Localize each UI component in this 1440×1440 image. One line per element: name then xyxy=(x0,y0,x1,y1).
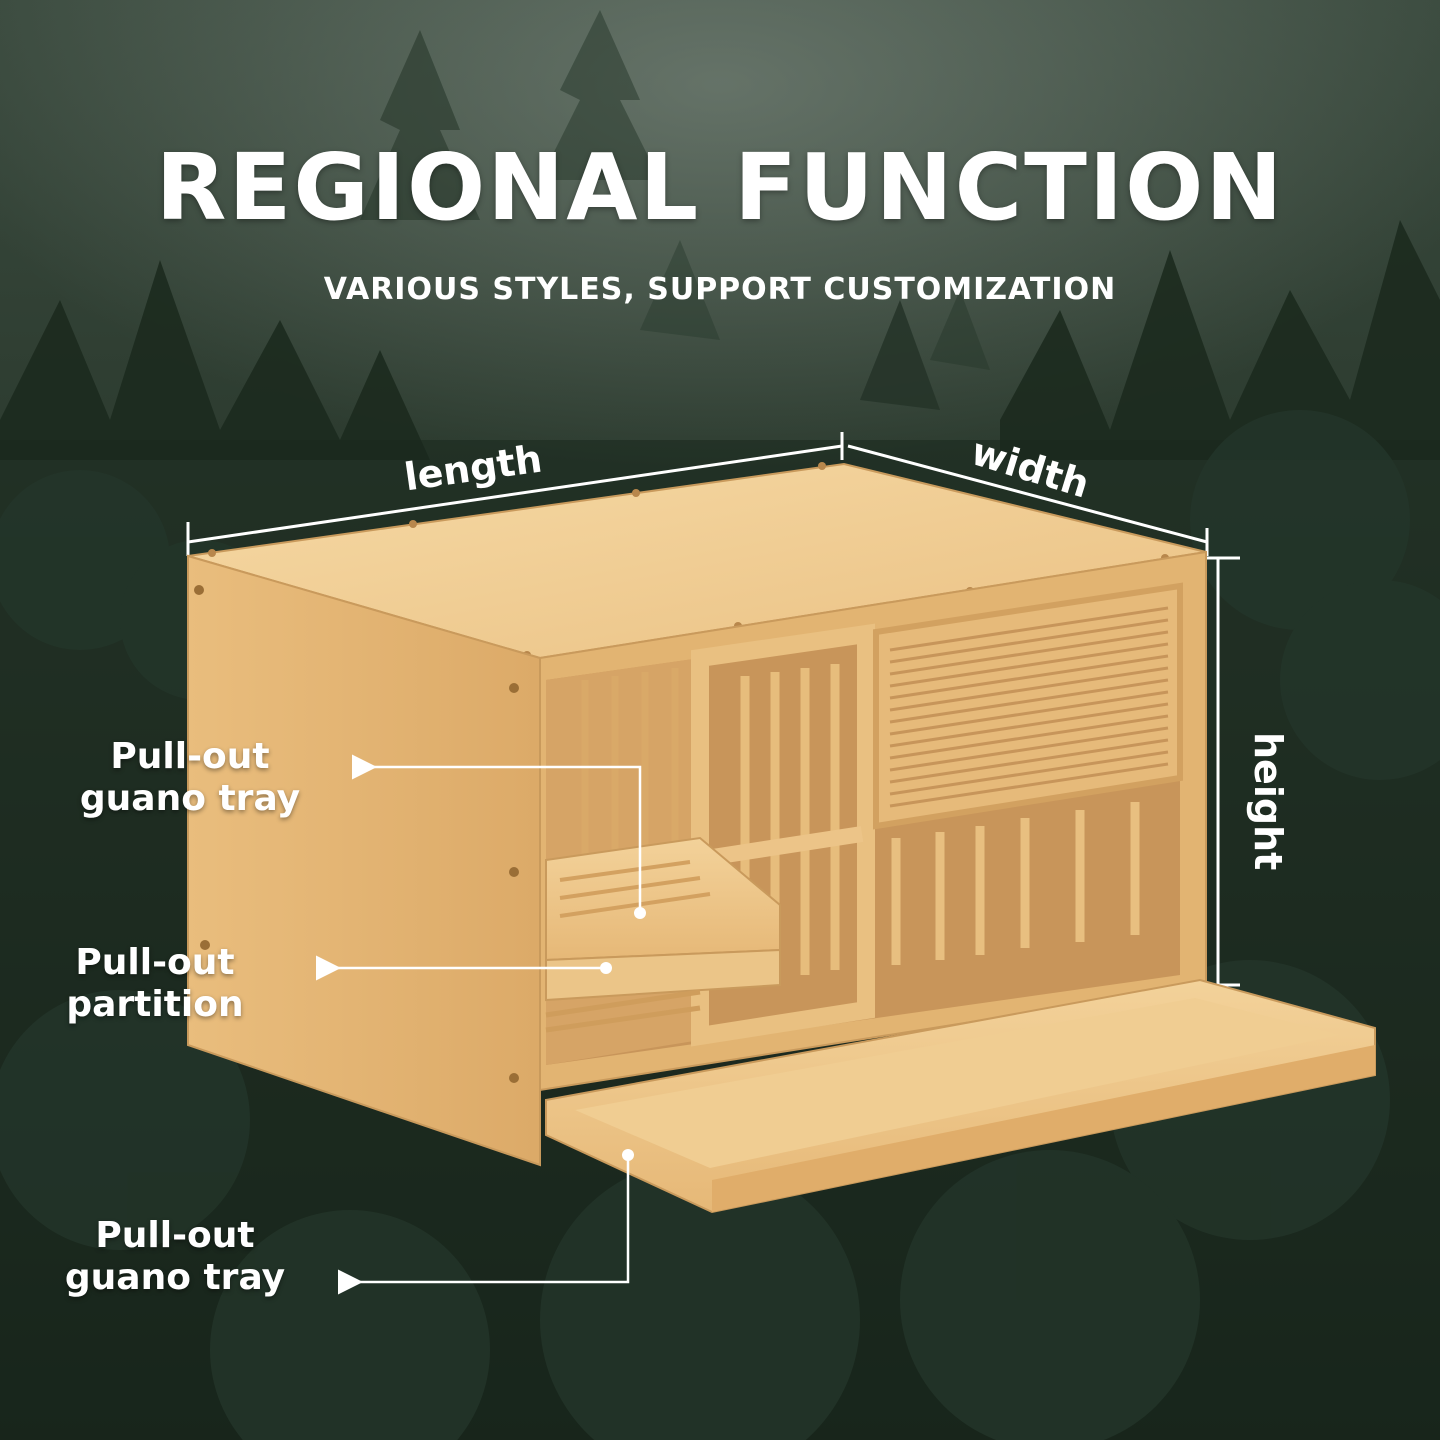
right-compartment-bars xyxy=(891,802,1140,965)
callout-dot-partition xyxy=(600,962,612,974)
callout-dot-lower-tray xyxy=(622,1149,634,1161)
callout-line2: guano tray xyxy=(64,1257,286,1298)
callout-lines xyxy=(316,754,642,1295)
box-left-side xyxy=(187,554,541,1167)
dimension-lines xyxy=(186,432,1240,987)
louver-slats xyxy=(889,606,1169,808)
callout-label-upper-guano-tray: Pull-out guano tray xyxy=(60,736,320,820)
callout-line1: Pull-out xyxy=(95,1215,255,1256)
callout-line2: partition xyxy=(66,984,244,1025)
page-title: REGIONAL FUNCTION xyxy=(155,134,1285,241)
callout-label-lower-guano-tray: Pull-out guano tray xyxy=(50,1215,300,1299)
callout-line1: Pull-out xyxy=(75,942,235,983)
callout-dot-upper-tray xyxy=(634,907,646,919)
louver-panel xyxy=(873,582,1183,830)
callout-label-partition: Pull-out partition xyxy=(40,942,270,1026)
forest-trees xyxy=(0,10,1440,460)
callout-line2: guano tray xyxy=(79,778,301,819)
page-subtitle: VARIOUS STYLES, SUPPORT CUSTOMIZATION xyxy=(323,272,1117,307)
callout-line1: Pull-out xyxy=(110,736,270,777)
dimension-label-height: height xyxy=(1246,732,1290,871)
